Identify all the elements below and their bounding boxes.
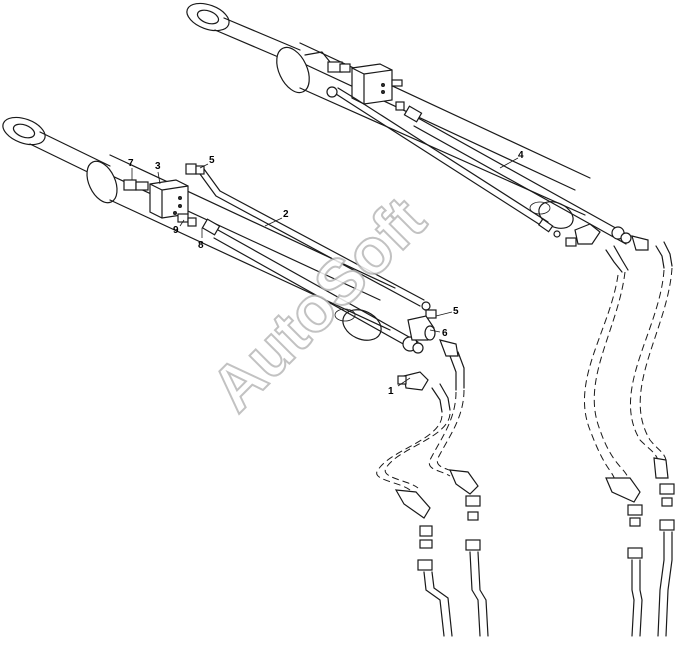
lower-flex-hoses <box>376 351 489 637</box>
lower-end-fittings <box>397 315 459 391</box>
callout-leaders <box>131 157 519 387</box>
callout-9: 9 <box>173 225 179 236</box>
callout-8: 8 <box>198 240 204 251</box>
callout-3: 3 <box>155 161 161 172</box>
lower-thin-line <box>199 168 437 319</box>
callout-7: 7 <box>128 158 134 169</box>
callout-6: 6 <box>442 328 448 339</box>
callout-1: 1 <box>388 386 394 397</box>
upper-valve-block <box>327 61 403 105</box>
callout-2: 2 <box>283 209 289 220</box>
callout-4: 4 <box>518 150 524 161</box>
callout-5-upper: 5 <box>209 155 215 166</box>
upper-thick-hose <box>395 101 632 245</box>
upper-end-fittings <box>565 223 649 251</box>
lower-thick-hose <box>201 218 424 354</box>
watermark-text: AutoSoft <box>197 183 439 425</box>
lower-valve-block <box>123 163 205 227</box>
upper-thin-line <box>326 86 561 238</box>
callout-5-lower: 5 <box>453 306 459 317</box>
lower-cylinder <box>2 116 396 341</box>
upper-flex-hoses <box>584 241 675 637</box>
upper-cylinder <box>186 2 591 229</box>
